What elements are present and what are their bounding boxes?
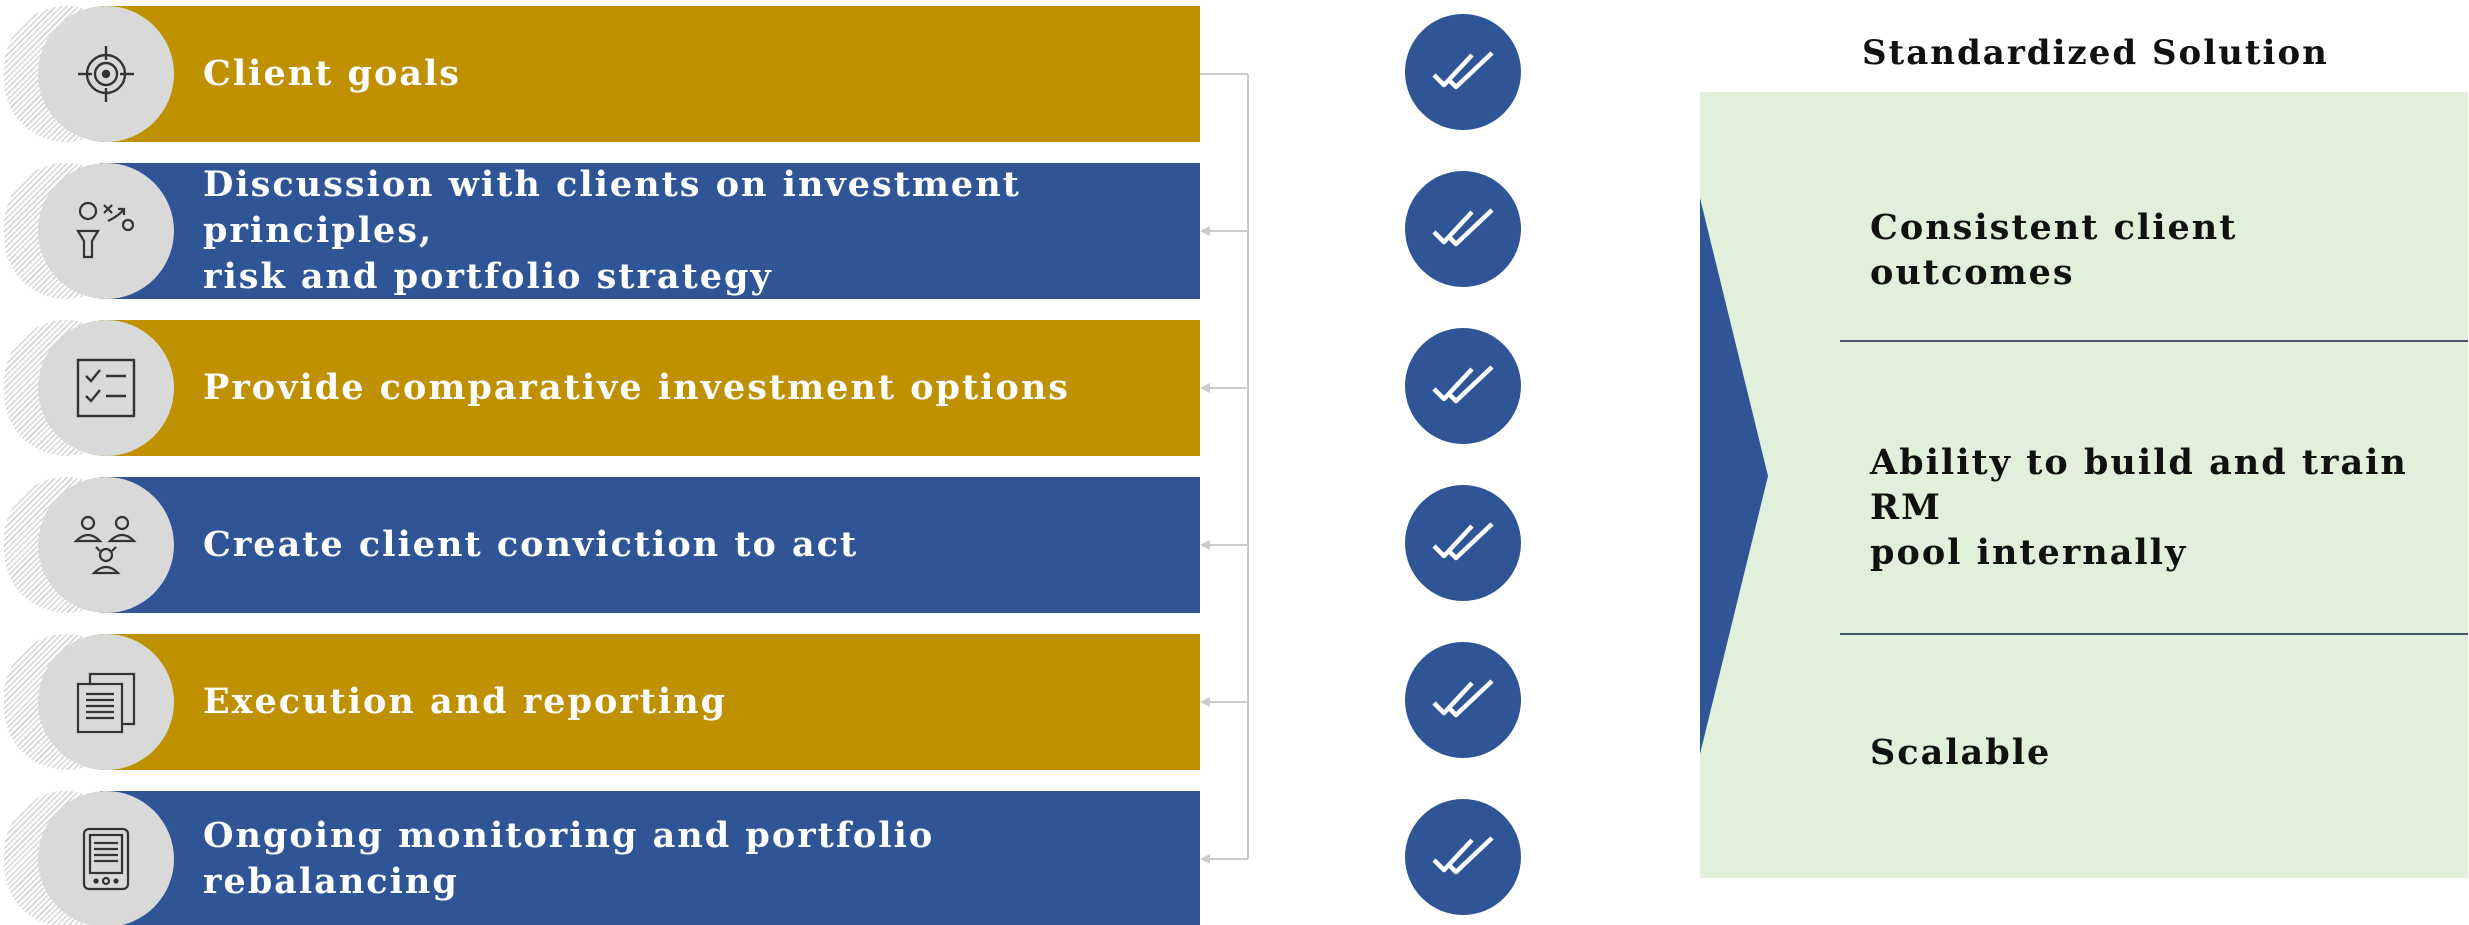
step-label: Client goals xyxy=(203,53,462,94)
outcome-item: Consistent client outcomes xyxy=(1870,207,2238,293)
step-circle xyxy=(38,634,174,770)
check-circle xyxy=(1405,485,1521,601)
step-bar xyxy=(100,791,1200,925)
step-row-execution: Execution and reporting xyxy=(0,634,1200,770)
outcome-item: Ability to build and train RM pool inter… xyxy=(1870,442,2408,573)
step-row-monitoring: Ongoing monitoring and portfolio rebalan… xyxy=(0,791,1200,925)
step-bar xyxy=(100,634,1200,770)
step-circle xyxy=(38,163,174,299)
step-bar xyxy=(100,163,1200,299)
check-circle xyxy=(1405,14,1521,130)
documents-icon xyxy=(76,672,136,734)
double-check-icon xyxy=(1432,836,1494,875)
tablet-icon xyxy=(82,827,130,891)
double-check-icon xyxy=(1432,208,1494,247)
check-circle xyxy=(1405,171,1521,287)
step-row-discussion: Discussion with clients on investment pr… xyxy=(0,163,1200,299)
double-check-icon xyxy=(1432,679,1494,718)
step-row-comparative-options: Provide comparative investment options xyxy=(0,320,1200,456)
double-check-icon xyxy=(1432,365,1494,404)
solution-panel xyxy=(1700,92,2468,878)
step-label: Execution and reporting xyxy=(203,681,728,722)
step-circle xyxy=(38,791,174,925)
step-bar xyxy=(100,477,1200,613)
target-icon xyxy=(78,46,134,102)
check-circle xyxy=(1405,642,1521,758)
step-circle xyxy=(38,477,174,613)
step-label: Create client conviction to act xyxy=(203,524,859,565)
checklist-icon xyxy=(76,358,136,418)
panel-title: Standardized Solution xyxy=(1862,33,2329,73)
outcome-divider xyxy=(1840,633,2468,635)
check-circle xyxy=(1405,799,1521,915)
step-circle xyxy=(38,320,174,456)
connector-bracket xyxy=(1200,73,1249,864)
step-label: Ongoing monitoring and portfolio rebalan… xyxy=(203,815,935,902)
strategy-icon xyxy=(76,201,135,259)
check-circle xyxy=(1405,328,1521,444)
step-bar xyxy=(100,320,1200,456)
step-row-conviction: Create client conviction to act xyxy=(0,477,1200,613)
people-icon xyxy=(73,515,137,575)
double-check-icon xyxy=(1432,522,1494,561)
double-check-icon xyxy=(1432,51,1494,90)
step-label: Discussion with clients on investment pr… xyxy=(203,164,1021,297)
panel-arrow xyxy=(1700,198,1768,754)
step-row-client-goals: Client goals xyxy=(0,6,1200,142)
outcome-divider xyxy=(1840,340,2468,342)
step-bar xyxy=(100,6,1200,142)
step-label: Provide comparative investment options xyxy=(203,367,1070,408)
step-circle xyxy=(38,6,174,142)
outcome-item: Scalable xyxy=(1870,732,2052,773)
